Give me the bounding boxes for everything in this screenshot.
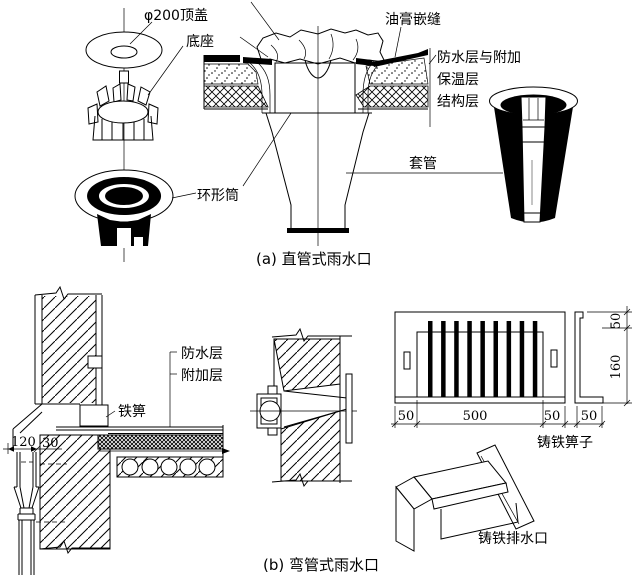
insulation-left bbox=[203, 63, 259, 85]
dim-50-left: 50 bbox=[398, 409, 415, 424]
iron-grate-block bbox=[79, 404, 109, 427]
waterproof-right bbox=[372, 49, 428, 67]
grate-side-profile bbox=[574, 311, 604, 404]
exploded-view: φ200顶盖 底座 环形筒 bbox=[74, 8, 298, 262]
caption-a: (a) 直管式雨水口 bbox=[256, 250, 372, 268]
label-ring-cylinder: 环形筒 bbox=[197, 187, 239, 204]
leader-caulk bbox=[394, 26, 402, 58]
break-parapet-top bbox=[34, 285, 102, 301]
base-impeller bbox=[87, 83, 159, 141]
label-insulation: 保温层 bbox=[437, 72, 479, 88]
label-waterproof-plus: 防水层与附加 bbox=[437, 50, 521, 66]
bent-pipe-middle-detail bbox=[250, 327, 357, 488]
dim-50-side: 50 bbox=[581, 409, 598, 424]
dim-50-right: 50 bbox=[544, 409, 561, 424]
flow-arrow bbox=[222, 448, 230, 454]
dim-120-30: 120 30 bbox=[3, 435, 62, 454]
break-top bbox=[271, 327, 352, 343]
cover-stem bbox=[119, 70, 129, 84]
straight-pipe-section: 油膏嵌缝 防水层与附加 保温层 结构层 套管 (a) 直管式雨水口 bbox=[203, 1, 521, 268]
dim-160: 160 bbox=[609, 355, 624, 380]
parapet-hatch bbox=[42, 296, 96, 403]
label-waterproof-b: 防水层 bbox=[181, 346, 223, 362]
leader-ring-section bbox=[242, 103, 298, 187]
grate-horizontal-dims: 50 500 50 50 bbox=[391, 400, 606, 428]
label-base: 底座 bbox=[186, 34, 214, 50]
leader-ring-left bbox=[171, 192, 197, 199]
label-structure: 结构层 bbox=[437, 94, 479, 110]
insulation-strip bbox=[97, 434, 224, 450]
label-caulking: 油膏嵌缝 bbox=[385, 11, 441, 28]
leader-cover-section bbox=[250, 1, 280, 41]
dim-50-vert: 50 bbox=[609, 313, 624, 330]
grate-slot-left bbox=[403, 351, 411, 370]
leader-waterproof bbox=[428, 54, 437, 65]
ring-cylinder-part bbox=[74, 169, 174, 248]
outlet-bend-front bbox=[395, 485, 415, 552]
label-iron-grate: 铁箅 bbox=[118, 404, 146, 420]
lower-wall bbox=[280, 410, 341, 482]
waterproof-left bbox=[204, 55, 240, 62]
hollow-core-slab bbox=[116, 456, 224, 478]
dim-120: 120 bbox=[11, 435, 36, 450]
bent-pipe-wall-detail: 防水层 附加层 铁箅 bbox=[3, 285, 230, 575]
dim-500: 500 bbox=[463, 409, 488, 424]
upper-wall bbox=[273, 338, 341, 392]
flashing-groove bbox=[87, 355, 103, 369]
label-cast-iron-grate: 铸铁箅子 bbox=[537, 435, 593, 451]
dim-30: 30 bbox=[42, 436, 59, 451]
structure-left bbox=[203, 85, 269, 108]
grate-vertical-dims: 50 160 bbox=[587, 306, 632, 407]
label-cast-iron-outlet: 铸铁排水口 bbox=[478, 531, 548, 547]
leader-iron-grate bbox=[105, 410, 116, 418]
caption-b: (b) 弯管式雨水口 bbox=[263, 556, 379, 574]
break-wall-bottom bbox=[39, 539, 110, 555]
cast-iron-outlet-isometric: 铸铁排水口 bbox=[395, 444, 548, 552]
outlet-flange bbox=[345, 373, 353, 444]
ring-cylinder-section bbox=[274, 62, 356, 114]
top-cover-hole bbox=[110, 45, 138, 59]
sleeve-3d-cup bbox=[489, 86, 578, 223]
grate-bars bbox=[428, 321, 538, 397]
lower-wall-hatch bbox=[39, 434, 111, 550]
leader-base bbox=[147, 45, 184, 96]
grate-slot-right bbox=[550, 349, 558, 368]
break-bottom bbox=[271, 472, 352, 488]
label-sleeve: 套管 bbox=[409, 156, 437, 172]
outlet-duct-front bbox=[431, 482, 509, 510]
leader-top-cover bbox=[129, 21, 153, 45]
label-additional-b: 附加层 bbox=[181, 368, 223, 384]
downpipe bbox=[13, 452, 67, 575]
leader-base-section bbox=[239, 36, 269, 58]
cast-iron-grate-drawing: 50 160 50 500 50 50 铸铁箅子 bbox=[391, 306, 632, 451]
label-top-cover: φ200顶盖 bbox=[144, 8, 208, 24]
structure-right bbox=[355, 85, 429, 108]
